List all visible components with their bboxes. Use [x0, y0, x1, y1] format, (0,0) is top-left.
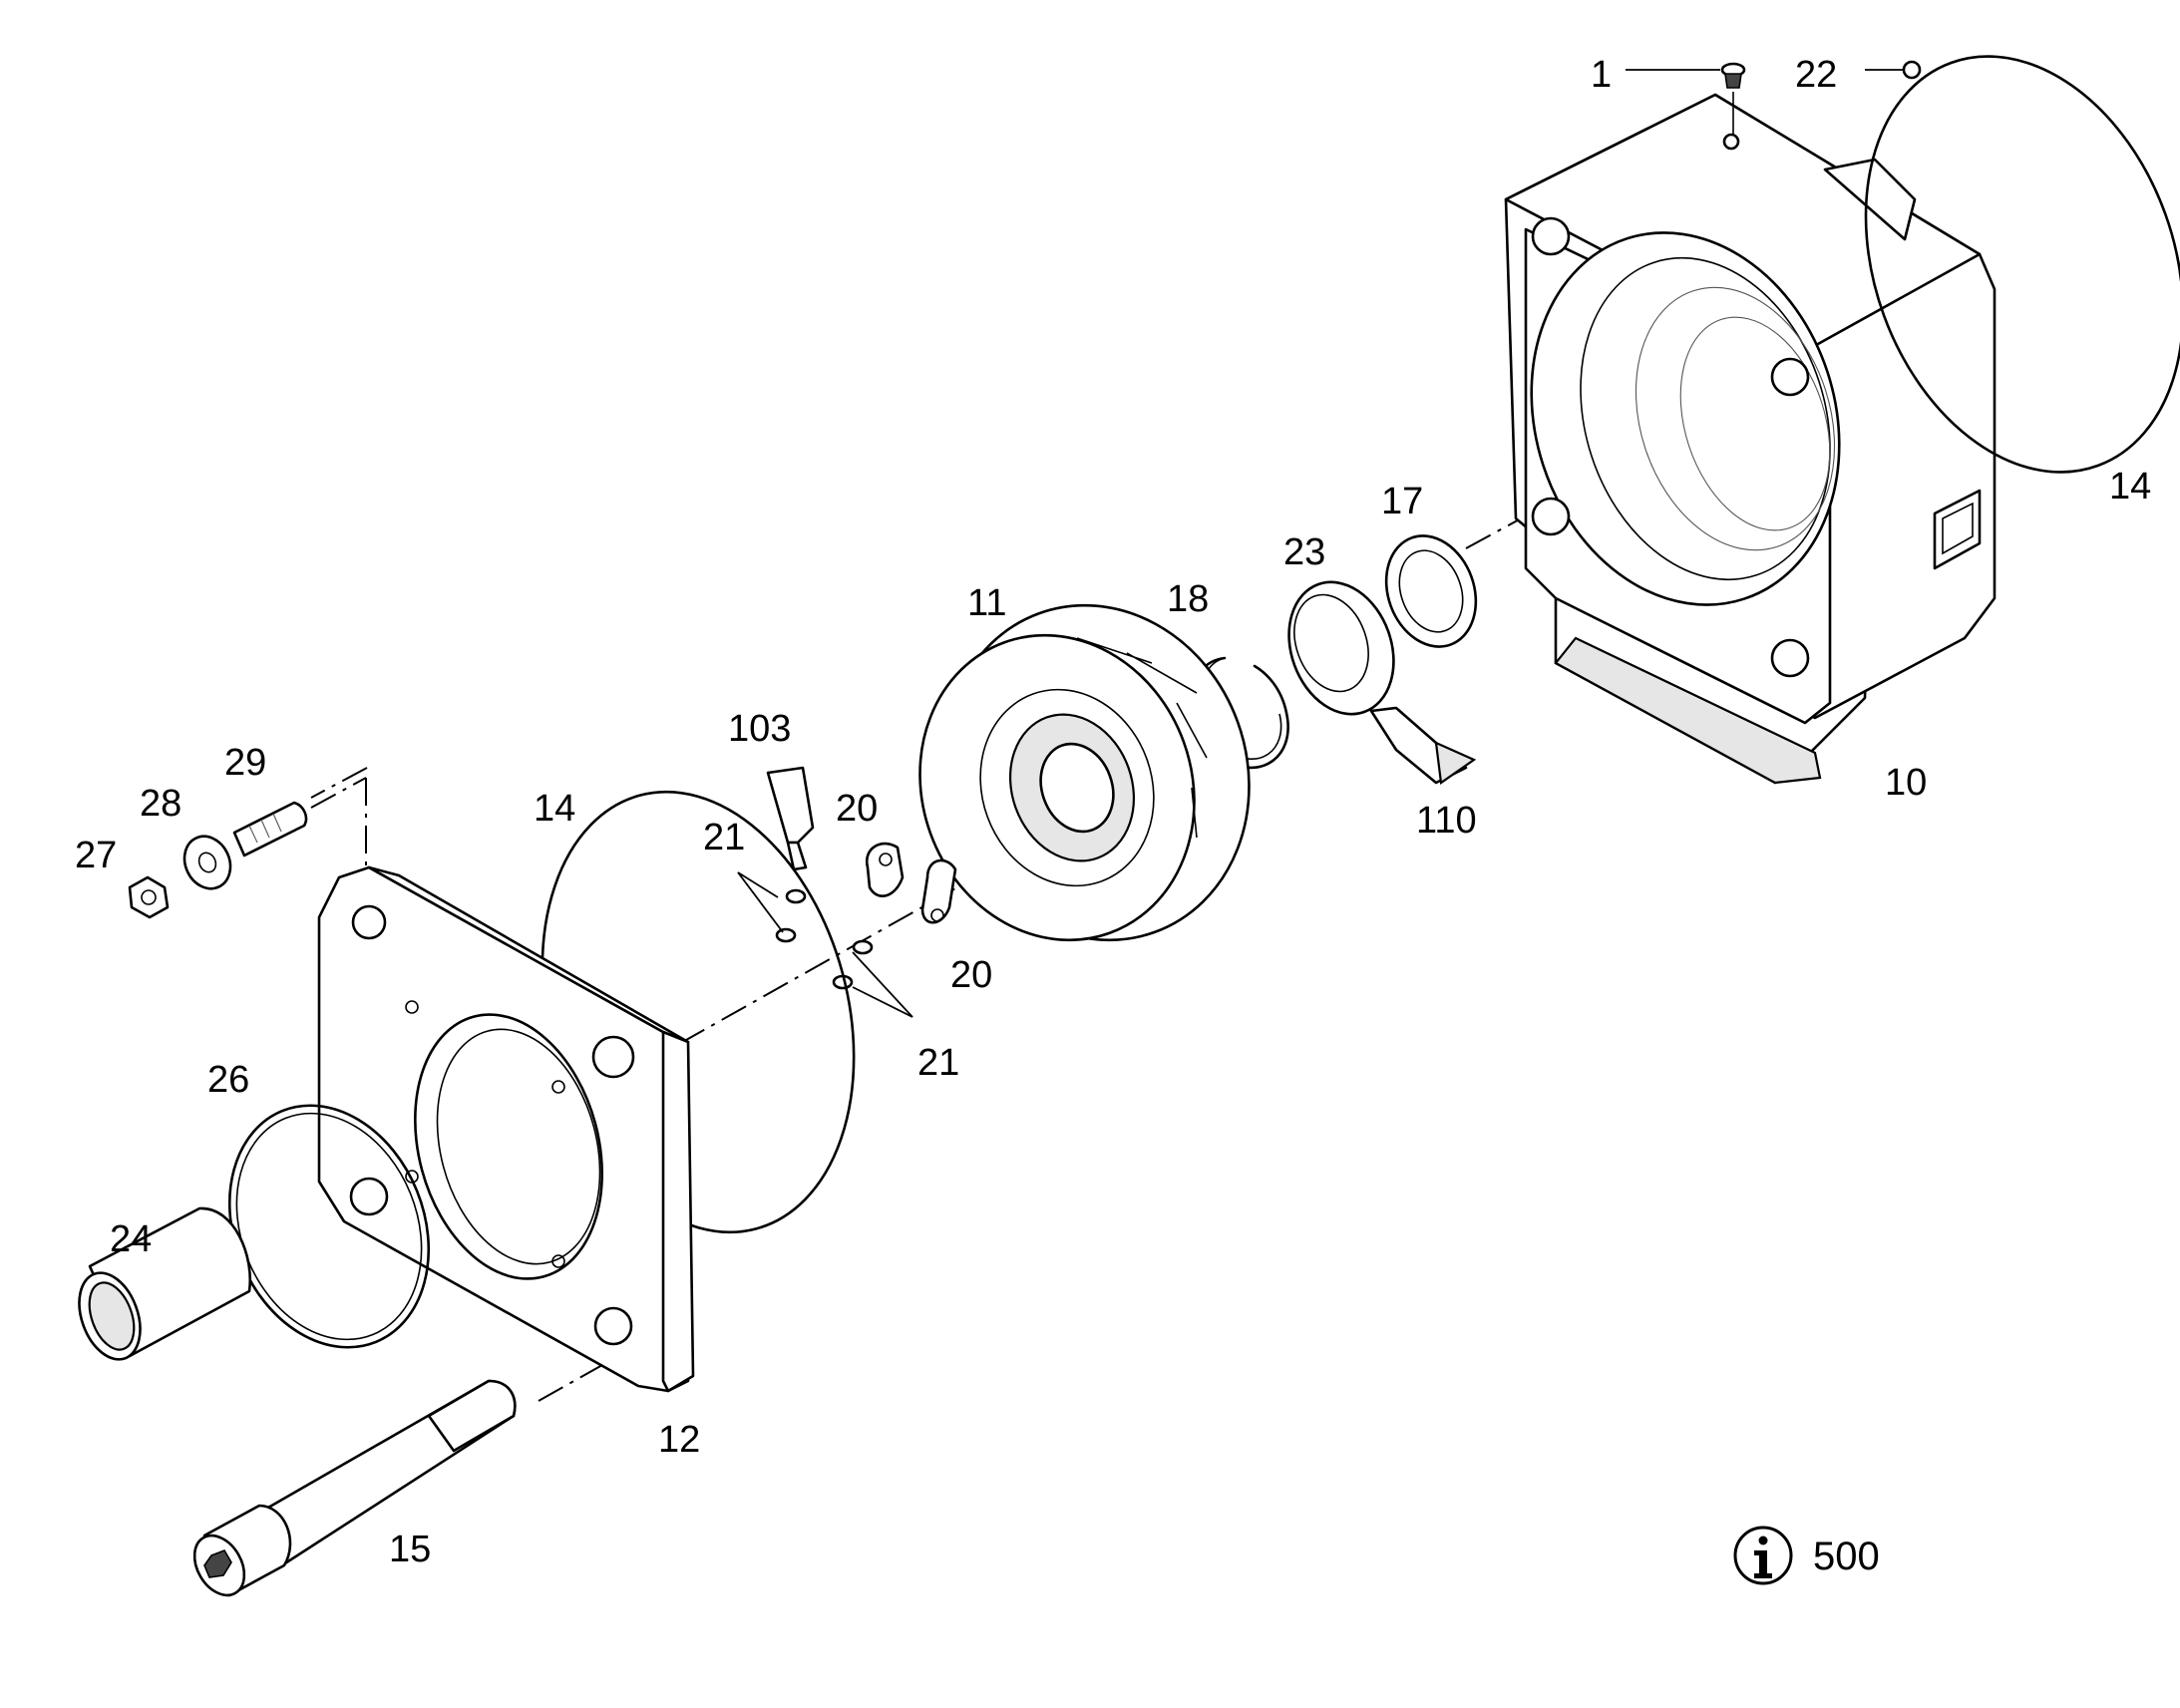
- plates-part-20: [865, 842, 957, 924]
- plug-screw-part-1: [1626, 62, 1746, 135]
- label-28: 28: [140, 783, 182, 825]
- label-103: 103: [728, 708, 791, 750]
- screws-part-21: [737, 871, 913, 1018]
- cover-part-12: [317, 865, 695, 1393]
- impeller-part-11: [918, 603, 1251, 942]
- label-22: 22: [1795, 54, 1837, 96]
- bolt-part-15: [192, 1379, 517, 1597]
- label-23: 23: [1283, 531, 1325, 573]
- o-ring-part-14-top: [1864, 55, 2180, 474]
- label-11: 11: [967, 582, 1006, 624]
- seal-part-17: [1384, 534, 1478, 648]
- bearing-part-23: [1287, 580, 1395, 716]
- label-12: 12: [658, 1419, 700, 1461]
- label-26: 26: [207, 1059, 249, 1101]
- sealant-tube-part-103: [766, 766, 815, 871]
- fasteners-27-28-29: [128, 801, 308, 919]
- label-20-bottom: 20: [950, 954, 992, 996]
- label-24: 24: [110, 1218, 152, 1260]
- label-21-bottom: 21: [917, 1042, 959, 1084]
- label-29: 29: [224, 742, 266, 784]
- sleeve-part-24: [78, 1206, 252, 1361]
- label-27: 27: [75, 835, 117, 876]
- label-17: 17: [1381, 481, 1423, 522]
- housing-part-10: [1504, 93, 1997, 785]
- label-21-top: 21: [703, 817, 745, 858]
- label-14-mid: 14: [534, 788, 575, 830]
- info-value: 500: [1813, 1535, 1880, 1578]
- adhesive-tube-part-110: [1369, 706, 1477, 785]
- label-15: 15: [389, 1529, 431, 1570]
- part-labels: 1 22 14 17 23 18 11 103 20 20 21 21 110 …: [75, 54, 2151, 1570]
- info-icon: [1733, 1526, 1793, 1585]
- info-marker: 500: [1733, 1526, 1880, 1585]
- label-18: 18: [1167, 578, 1209, 620]
- label-1: 1: [1591, 54, 1612, 96]
- label-110: 110: [1416, 800, 1477, 842]
- label-20-top: 20: [836, 788, 878, 830]
- label-10: 10: [1885, 762, 1927, 804]
- label-14-top: 14: [2109, 466, 2151, 508]
